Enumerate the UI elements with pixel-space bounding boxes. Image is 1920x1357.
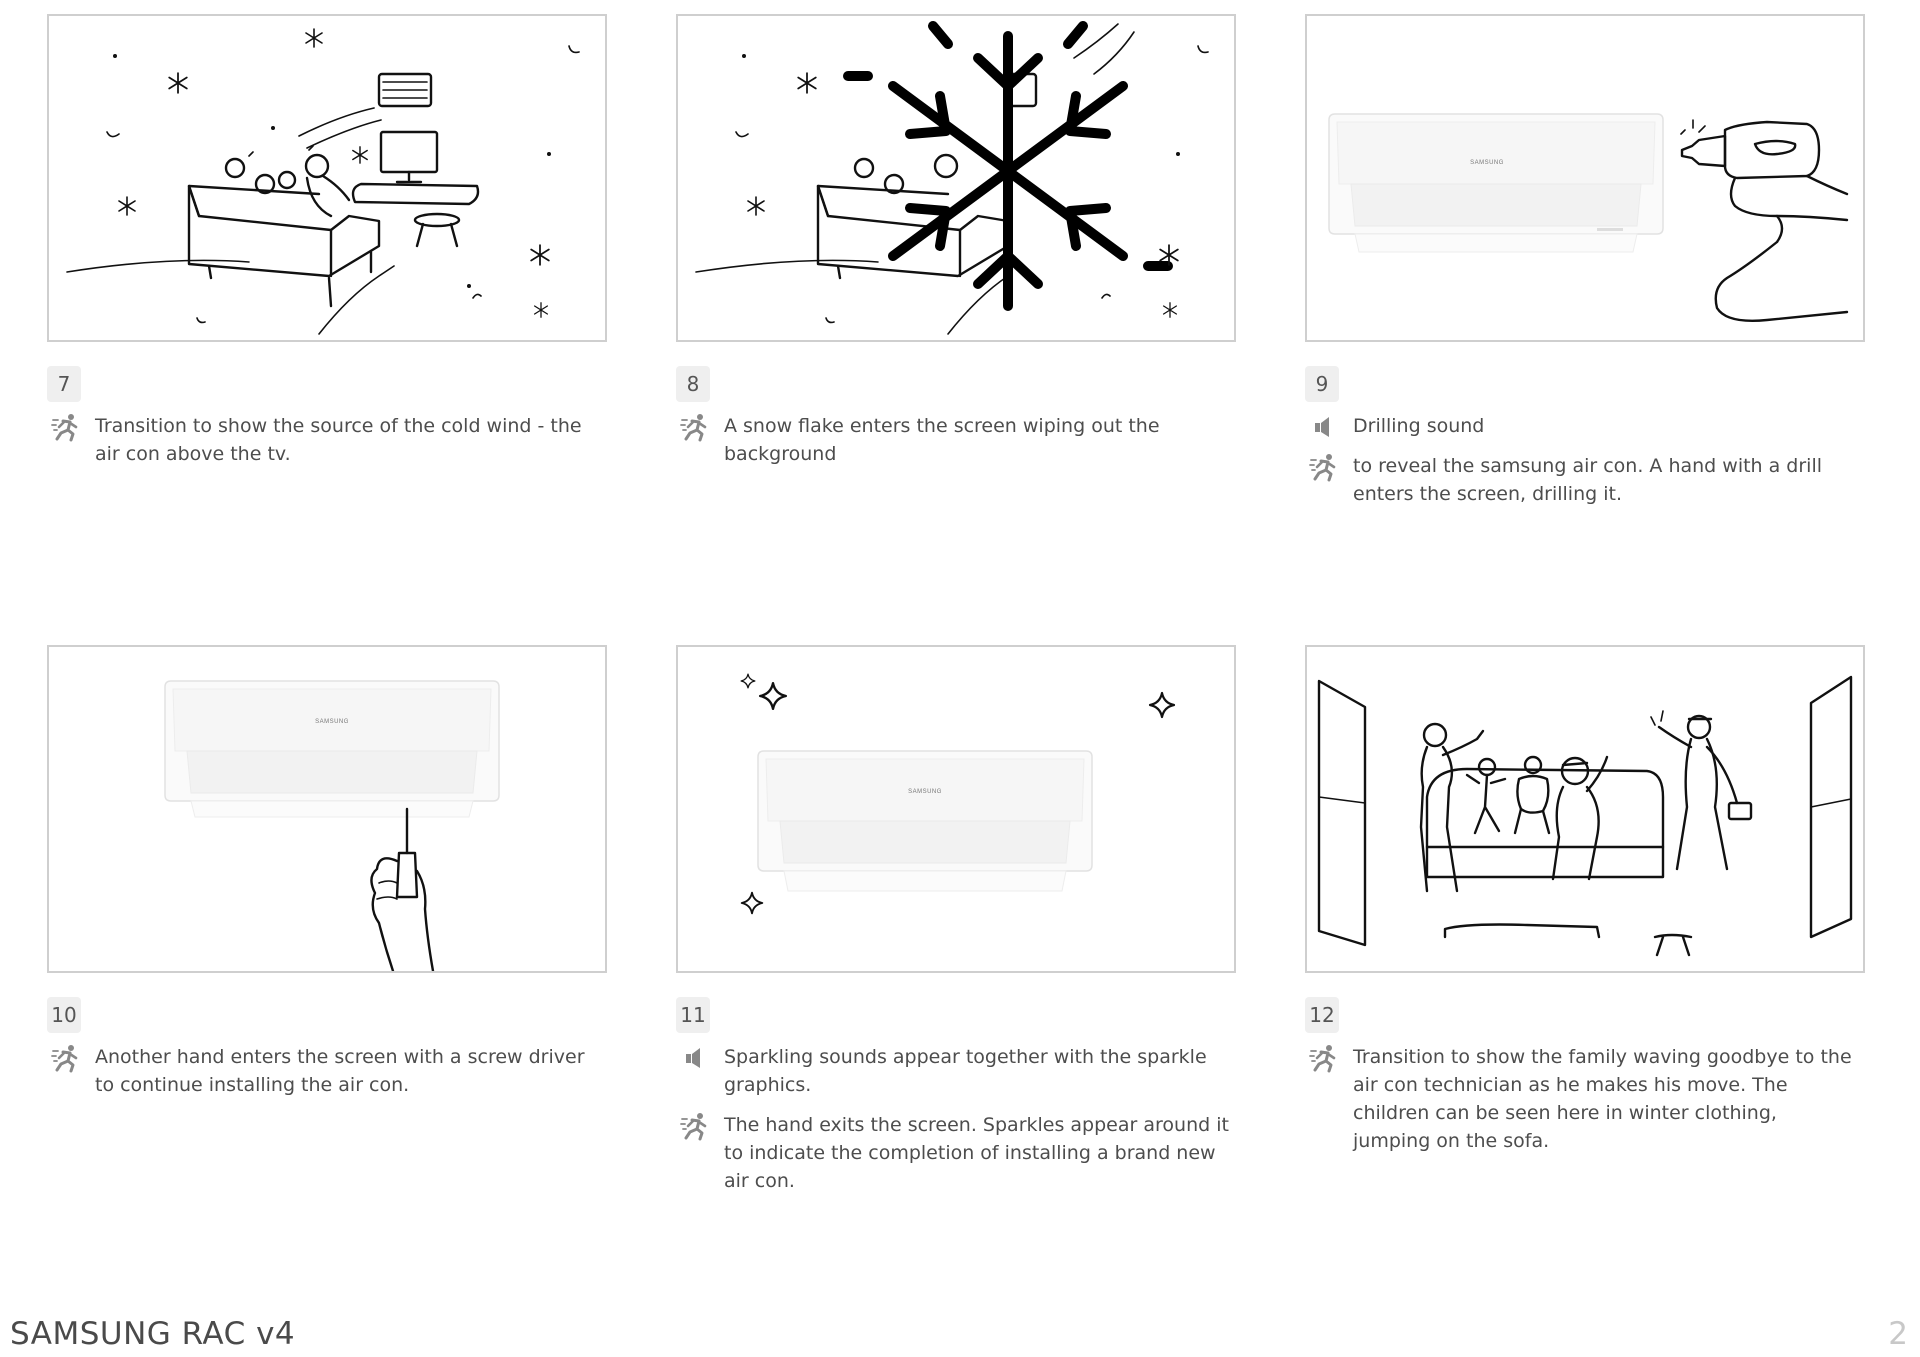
- aircon-sparkles-sketch: SAMSUNG: [740, 673, 1176, 915]
- panel-9-illustration: SAMSUNG: [1305, 14, 1865, 342]
- aircon-brand-label: SAMSUNG: [908, 789, 942, 795]
- family-waving-sketch: [1317, 675, 1853, 957]
- panel-number: 11: [676, 997, 710, 1033]
- running-figure-icon: [1309, 452, 1339, 482]
- sparkle-graphic: [758, 681, 788, 711]
- panel-number: 12: [1305, 997, 1339, 1033]
- drill-hand: [1680, 119, 1849, 322]
- sparkle-graphic: [1148, 691, 1176, 719]
- panel-number: 8: [676, 366, 710, 402]
- running-figure-icon: [1309, 1043, 1339, 1073]
- note-text: Drilling sound: [1353, 415, 1485, 437]
- note-text: Transition to show the family waving goo…: [1353, 1046, 1852, 1152]
- note-text: Another hand enters the screen with a sc…: [95, 1046, 585, 1096]
- aircon-screwdriver-sketch: SAMSUNG: [164, 680, 500, 971]
- running-figure-icon: [51, 1043, 81, 1073]
- speaker-icon: [1309, 412, 1339, 442]
- note-text: The hand exits the screen. Sparkles appe…: [724, 1114, 1229, 1192]
- snowflake-graphic: [843, 21, 1173, 311]
- air-conditioner-unit: SAMSUNG: [1328, 113, 1664, 253]
- panel-10-illustration: SAMSUNG: [47, 645, 607, 973]
- sparkle-graphic: [740, 673, 756, 689]
- panel-7-illustration: [47, 14, 607, 342]
- running-figure-icon: [680, 1111, 710, 1141]
- note-text: Sparkling sounds appear together with th…: [724, 1046, 1207, 1096]
- air-conditioner-unit: SAMSUNG: [757, 750, 1093, 892]
- panel-11-illustration: SAMSUNG: [676, 645, 1236, 973]
- air-conditioner-unit: SAMSUNG: [164, 680, 500, 818]
- snowflake-wipe-sketch: [695, 21, 1209, 335]
- speaker-icon: [680, 1043, 710, 1073]
- screwdriver-hand: [370, 807, 435, 971]
- panel-number: 10: [47, 997, 81, 1033]
- note-text: Transition to show the source of the col…: [95, 415, 582, 465]
- panel-number: 7: [47, 366, 81, 402]
- panel-number: 9: [1305, 366, 1339, 402]
- sparkle-graphic: [740, 891, 764, 915]
- living-room-sketch: [66, 28, 580, 335]
- aircon-brand-label: SAMSUNG: [1470, 160, 1504, 166]
- note-text: A snow flake enters the screen wiping ou…: [724, 415, 1160, 465]
- page-number: 2: [1888, 1316, 1908, 1352]
- aircon-brand-label: SAMSUNG: [315, 719, 349, 725]
- panel-8-illustration: [676, 14, 1236, 342]
- panel-12-illustration: [1305, 645, 1865, 973]
- note-text: to reveal the samsung air con. A hand wi…: [1353, 455, 1823, 505]
- running-figure-icon: [51, 412, 81, 442]
- running-figure-icon: [680, 412, 710, 442]
- document-title: SAMSUNG RAC v4: [10, 1316, 296, 1352]
- aircon-drill-sketch: SAMSUNG: [1328, 113, 1849, 322]
